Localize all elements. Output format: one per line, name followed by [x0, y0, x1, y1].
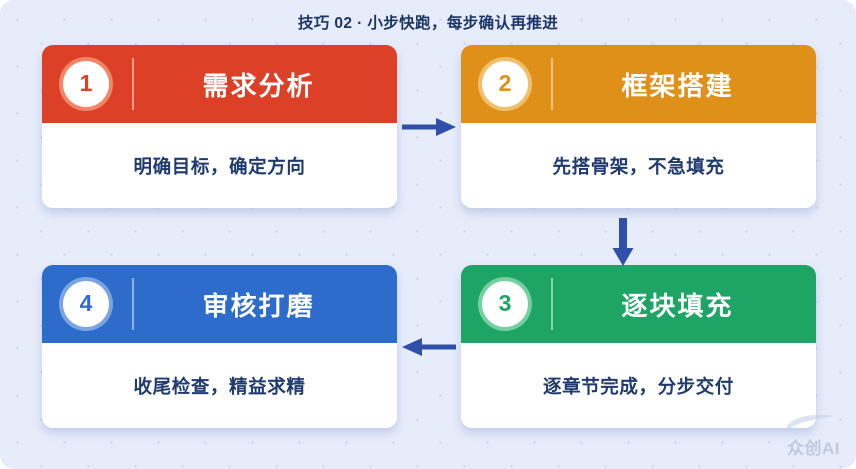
step-number-1: 1 [79, 70, 93, 96]
step-number-badge-3: 3 [482, 281, 528, 327]
step-description-2: 先搭骨架，不急填充 [552, 155, 725, 177]
watermark-text: 众创AI [787, 439, 840, 458]
arrow-left-icon [400, 332, 458, 362]
header-divider-1 [132, 58, 134, 110]
arrow-right-icon [400, 112, 458, 142]
step-number-badge-1: 1 [63, 61, 109, 107]
step-card-1[interactable]: 1 需求分析 明确目标，确定方向 [42, 45, 397, 208]
step-card-3-body: 逐章节完成，分步交付 [461, 343, 816, 428]
step-card-4[interactable]: 4 审核打磨 收尾检查，精益求精 [42, 265, 397, 428]
step-heading-2: 框架搭建 [621, 70, 734, 101]
step-card-1-header: 1 需求分析 [42, 45, 397, 123]
step-description-3: 逐章节完成，分步交付 [542, 375, 734, 397]
watermark-logo-icon [786, 414, 834, 429]
step-heading-1: 需求分析 [202, 70, 315, 101]
page-title: 技巧 02 · 小步快跑，每步确认再推进 [297, 15, 559, 32]
step-number-badge-2: 2 [482, 61, 528, 107]
step-card-3-header: 3 逐块填充 [461, 265, 816, 343]
step-card-2[interactable]: 2 框架搭建 先搭骨架，不急填充 [461, 45, 816, 208]
step-card-1-body: 明确目标，确定方向 [42, 123, 397, 208]
watermark: 众创AI [750, 413, 842, 461]
step-card-2-header: 2 框架搭建 [461, 45, 816, 123]
step-card-4-header: 4 审核打磨 [42, 265, 397, 343]
step-number-3: 3 [498, 290, 512, 316]
step-description-4: 收尾检查，精益求精 [133, 375, 306, 397]
step-card-2-body: 先搭骨架，不急填充 [461, 123, 816, 208]
step-heading-4: 审核打磨 [202, 290, 315, 321]
step-description-1: 明确目标，确定方向 [133, 155, 306, 177]
step-heading-3: 逐块填充 [621, 290, 734, 321]
arrow-down-icon [608, 216, 638, 268]
step-number-2: 2 [498, 70, 512, 96]
header-divider-4 [132, 278, 134, 330]
step-card-3[interactable]: 3 逐块填充 逐章节完成，分步交付 [461, 265, 816, 428]
step-number-4: 4 [79, 290, 93, 316]
header-divider-3 [551, 278, 553, 330]
step-number-badge-4: 4 [63, 281, 109, 327]
step-card-4-body: 收尾检查，精益求精 [42, 343, 397, 428]
header-divider-2 [551, 58, 553, 110]
